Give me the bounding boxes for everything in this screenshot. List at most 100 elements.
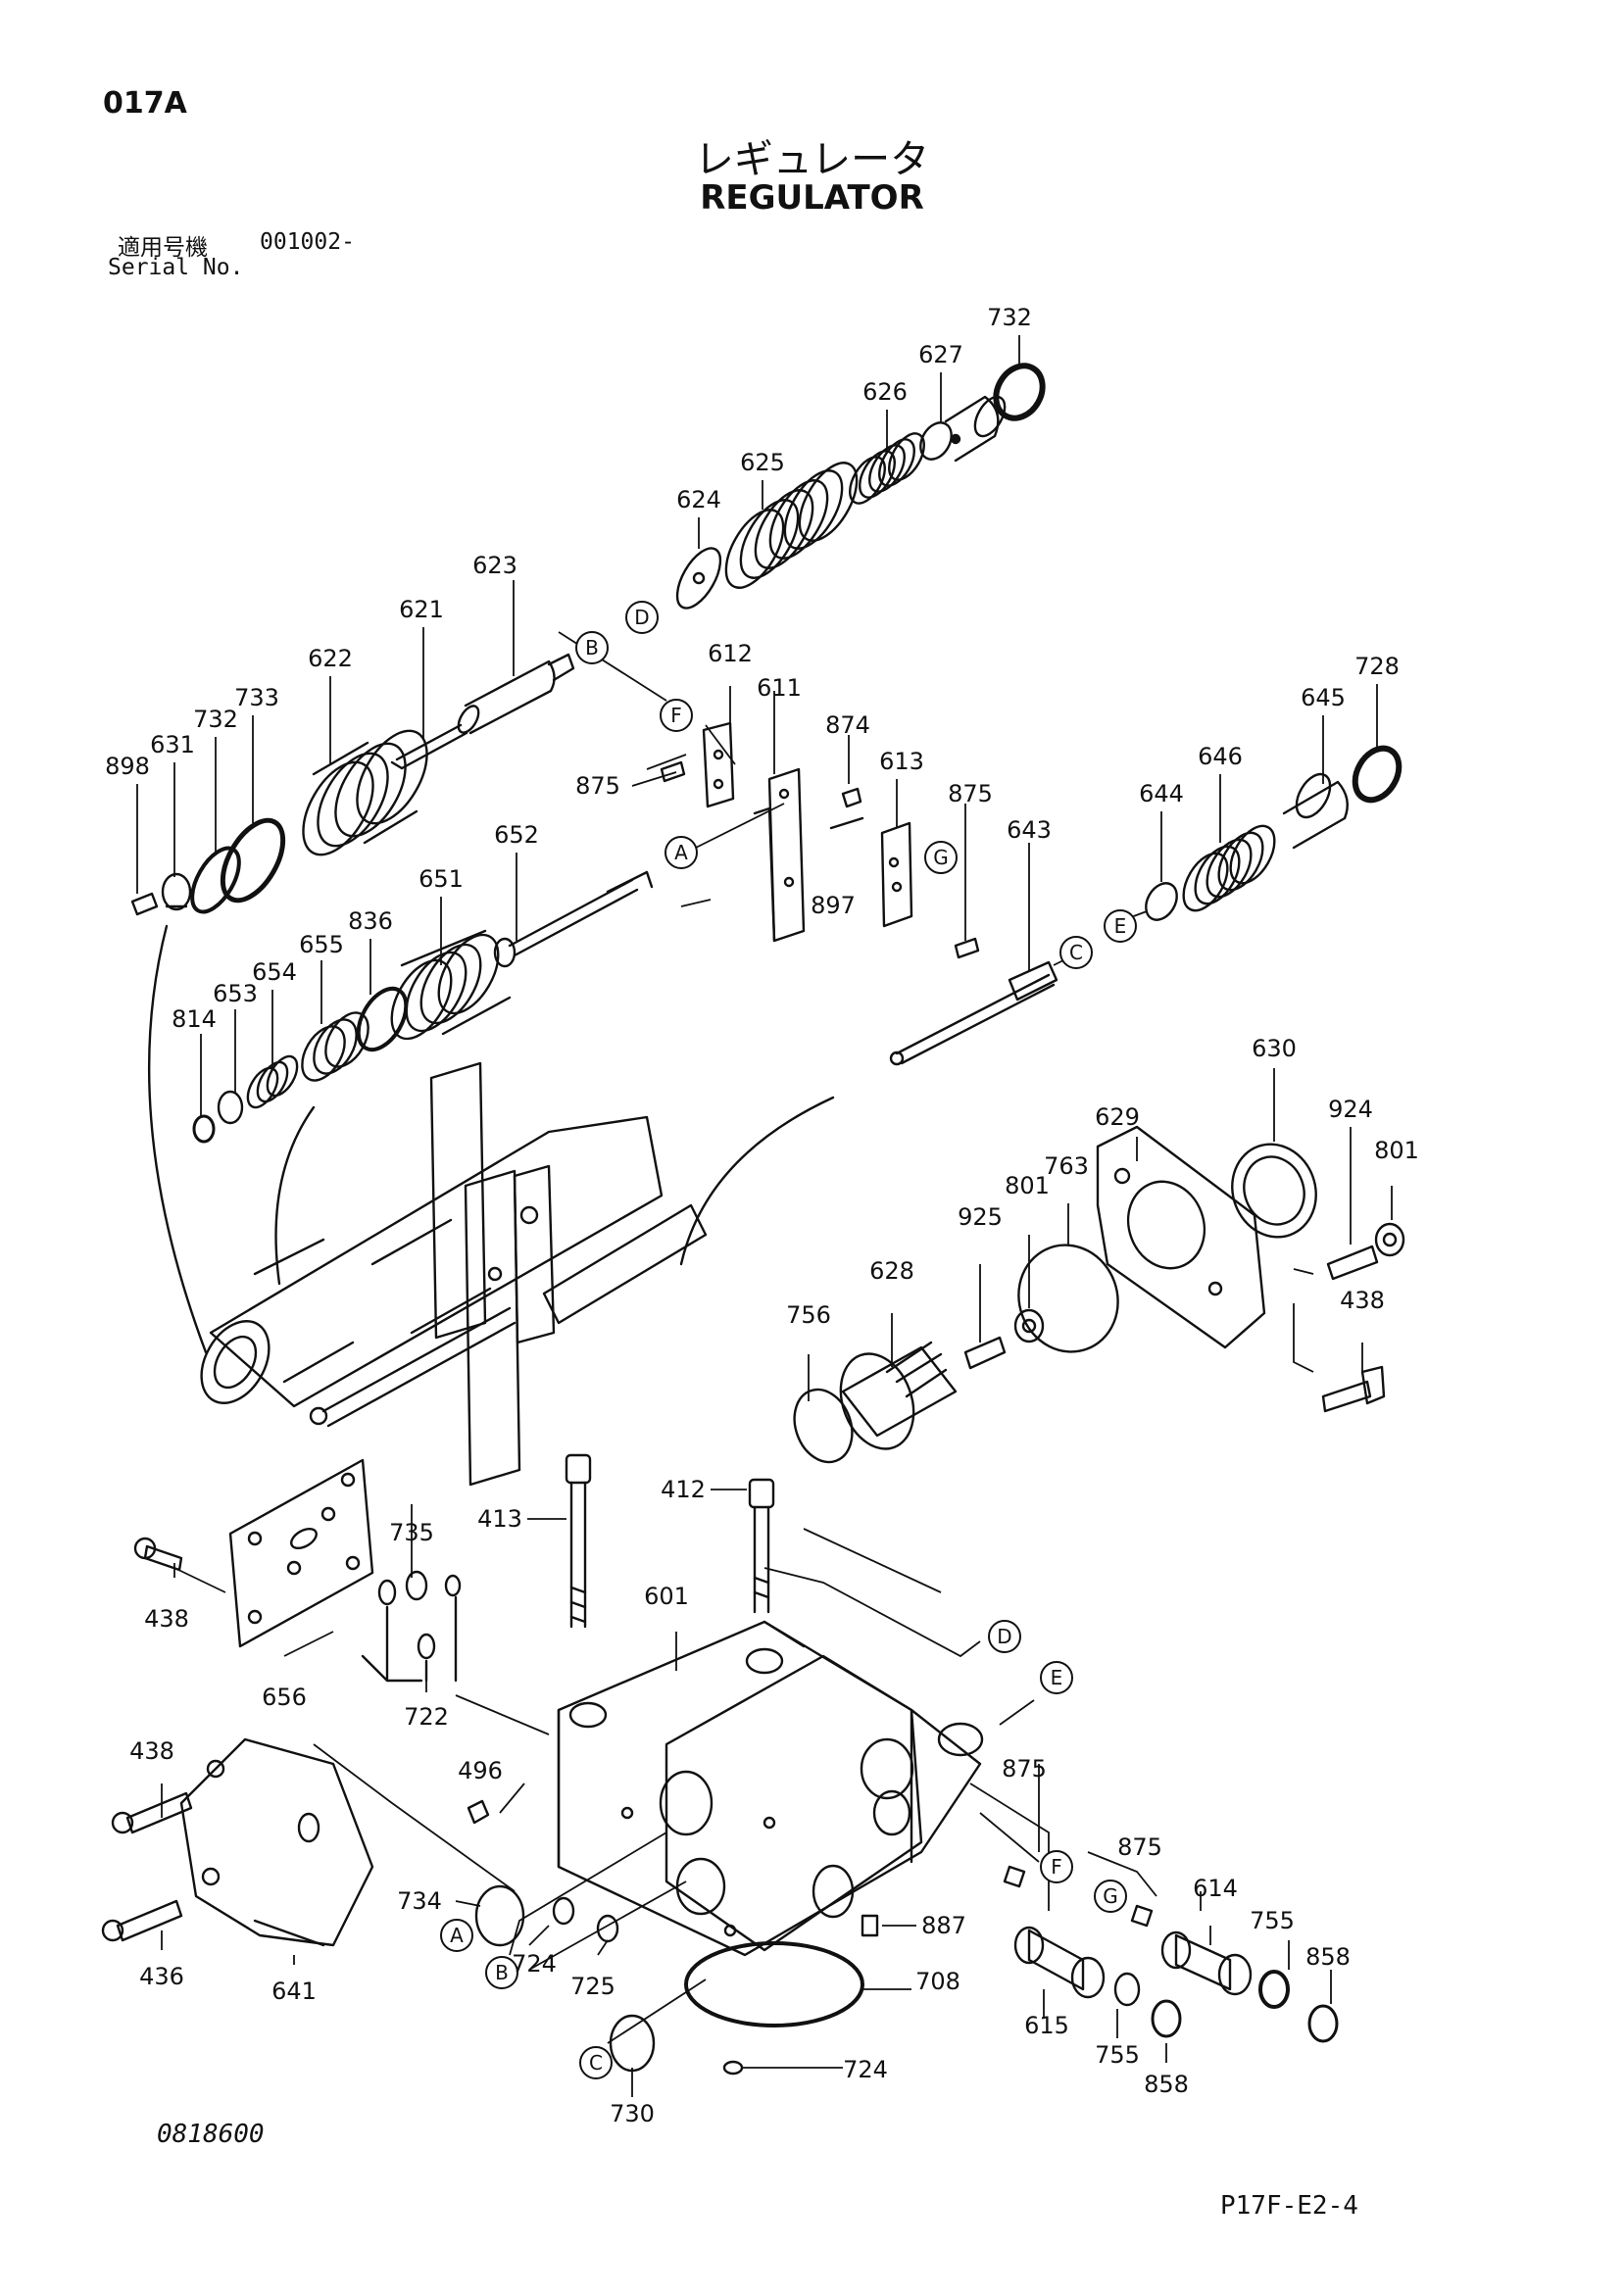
callout-letter: C	[589, 2051, 603, 2075]
page-code: 017A	[103, 86, 187, 121]
part-label: 612	[708, 640, 753, 667]
o-ring-734	[474, 1884, 525, 1947]
serial-label-japanese: 適用号機	[118, 235, 208, 261]
pin-875-mid	[954, 937, 980, 959]
serial-label-english: Serial No.	[108, 255, 244, 280]
part-label: 708	[915, 1968, 960, 1995]
callout-letter: A	[450, 1924, 464, 1947]
spring-646	[1182, 824, 1276, 912]
part-label: 628	[869, 1257, 914, 1285]
spool-623	[457, 653, 575, 735]
o-ring-733	[220, 817, 286, 904]
part-label: 875	[1002, 1755, 1047, 1783]
sleeve-614	[1160, 1930, 1253, 1996]
callout-circles	[440, 601, 1137, 2079]
lever-612	[702, 721, 735, 808]
ring-814	[192, 1114, 216, 1144]
part-label: 613	[879, 748, 924, 775]
part-label: 625	[740, 449, 785, 476]
part-label: 438	[129, 1737, 174, 1765]
bolt-438-lower	[111, 1791, 193, 1834]
part-label: 656	[262, 1684, 307, 1711]
part-label: 626	[862, 378, 908, 406]
sleeve-651	[390, 929, 512, 1041]
part-label: 623	[472, 552, 517, 579]
ring-755-left	[1113, 1972, 1141, 2007]
part-label: 755	[1250, 1907, 1295, 1934]
plug-924	[1326, 1245, 1379, 1281]
part-label: 875	[948, 780, 993, 807]
cover-629	[1096, 1125, 1266, 1349]
o-rings-735	[377, 1570, 462, 1660]
part-label: 412	[661, 1476, 706, 1503]
part-label: 614	[1193, 1875, 1238, 1902]
callout-letter: A	[674, 841, 688, 864]
seat-644	[1145, 882, 1178, 921]
part-label: 814	[172, 1005, 217, 1033]
part-label: 732	[193, 706, 238, 733]
part-label: 644	[1139, 780, 1184, 807]
callout-letter: D	[997, 1625, 1011, 1648]
o-ring-732-top	[993, 363, 1046, 421]
part-label: 630	[1252, 1035, 1297, 1062]
bolt-412	[748, 1478, 775, 1614]
part-label: 621	[399, 596, 444, 623]
part-label: 643	[1007, 816, 1052, 844]
callout-letter: G	[933, 846, 949, 869]
o-ring-724	[552, 1896, 575, 1926]
part-label: 438	[1340, 1287, 1385, 1314]
part-label: 654	[252, 958, 297, 986]
part-label: 645	[1301, 684, 1346, 711]
part-label: 413	[477, 1505, 522, 1533]
cover-656	[228, 1458, 374, 1648]
part-label: 641	[271, 1978, 317, 2005]
rod-621	[390, 723, 468, 770]
part-label: 875	[575, 772, 620, 800]
callout-letter: F	[670, 704, 682, 727]
part-label: 728	[1354, 653, 1400, 680]
sleeve-628	[839, 1341, 958, 1450]
cover-641	[179, 1737, 374, 1947]
part-label: 858	[1305, 1943, 1351, 1971]
footer-drawing-number: 0818600	[157, 2120, 265, 2149]
part-label: 801	[1374, 1137, 1419, 1164]
bolt-413	[565, 1453, 592, 1629]
pin-875-upper	[660, 760, 686, 783]
plug-496	[467, 1799, 490, 1825]
part-label: 756	[786, 1301, 831, 1329]
part-label: 627	[918, 341, 963, 368]
callout-letter: D	[634, 606, 649, 629]
plug-925	[963, 1336, 1007, 1370]
lever-611	[753, 767, 806, 943]
part-label: 875	[1117, 1833, 1162, 1861]
spring-625	[724, 462, 859, 589]
ring-732-left	[190, 846, 241, 914]
part-label: 615	[1024, 2012, 1069, 2039]
part-label: 858	[1144, 2071, 1189, 2098]
pin-897	[829, 816, 864, 830]
part-labels: 732 627 626 625 624 623 621 622 732 733 …	[105, 304, 1419, 2127]
serial-number-value: 001002-	[260, 229, 355, 255]
bolt-438-right	[1321, 1365, 1386, 1413]
part-label: 496	[458, 1757, 503, 1784]
pin-875-lower	[1003, 1865, 1026, 1888]
part-label: 887	[921, 1912, 966, 1939]
part-label: 755	[1095, 2041, 1140, 2069]
part-label: 874	[825, 711, 870, 739]
plug-887	[861, 1914, 879, 1937]
sleeve-622	[302, 729, 428, 856]
part-drawings	[101, 363, 1405, 2076]
assembled-view	[147, 924, 835, 1487]
part-label: 438	[144, 1605, 189, 1633]
o-ring-763	[1017, 1244, 1119, 1353]
callout-letter: B	[585, 636, 599, 659]
part-label: 925	[958, 1203, 1003, 1231]
title-english: REGULATOR	[700, 178, 924, 218]
part-label: 653	[213, 980, 258, 1007]
callout-letters: B D A C E F G D E F G A B C	[450, 606, 1126, 2075]
part-label: 436	[139, 1963, 184, 1990]
piston-627	[919, 395, 1007, 463]
part-label: 898	[105, 753, 150, 780]
part-label: 601	[644, 1583, 689, 1610]
